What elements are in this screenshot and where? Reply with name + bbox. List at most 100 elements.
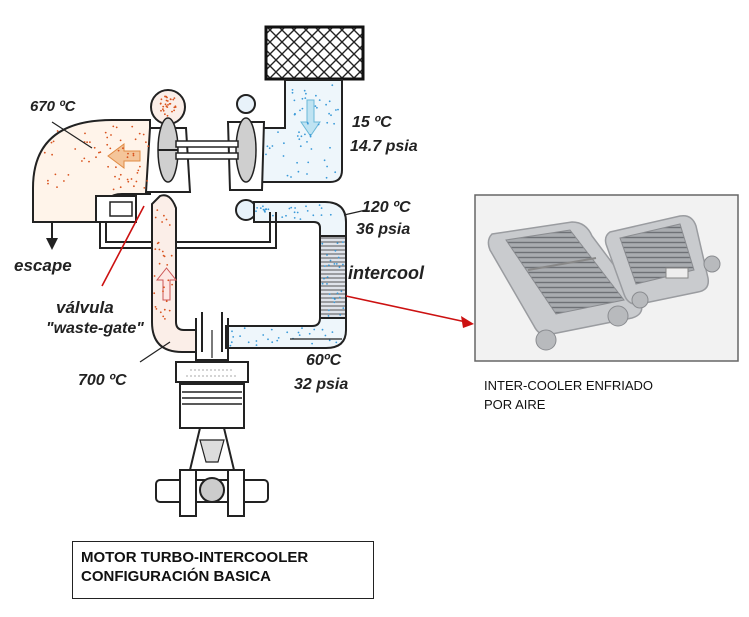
particle-dot: [301, 107, 304, 110]
particle-dot: [298, 334, 301, 336]
particle-dot: [283, 142, 285, 145]
compressor: [226, 94, 266, 221]
particle-dot: [115, 126, 118, 129]
cold-air-particles: [229, 84, 345, 347]
particle-dot: [81, 160, 83, 162]
particle-dot: [262, 334, 265, 336]
particle-dot: [171, 283, 174, 286]
particle-dot: [335, 341, 338, 344]
particle-dot: [268, 147, 271, 150]
particle-dot: [337, 256, 340, 259]
particle-dot: [299, 218, 302, 221]
particle-dot: [297, 331, 300, 334]
particle-dot: [286, 174, 289, 177]
particle-dot: [139, 165, 141, 168]
particle-dot: [326, 254, 328, 256]
air-filter: [264, 25, 365, 81]
particle-dot: [136, 172, 139, 174]
particle-dot: [328, 309, 330, 312]
particle-dot: [95, 156, 97, 159]
particle-dot: [333, 301, 336, 304]
intercooler-pointer-arrow: [345, 295, 474, 328]
particle-dot: [137, 169, 140, 172]
escape-label: escape: [14, 256, 72, 275]
particle-dot: [126, 156, 129, 159]
particle-dot: [337, 108, 339, 111]
particle-dot: [270, 328, 273, 331]
particle-dot: [332, 297, 334, 299]
particle-dot: [88, 160, 90, 163]
particle-dot: [158, 262, 161, 265]
particle-dot: [165, 99, 168, 102]
particle-dot: [294, 207, 296, 209]
particle-dot: [122, 147, 124, 150]
particle-dot: [168, 309, 171, 312]
particle-dot: [301, 327, 303, 329]
particle-dot: [312, 214, 315, 217]
cylinder: [175, 361, 249, 429]
particle-dot: [138, 132, 141, 135]
particle-dot: [256, 207, 258, 209]
particle-dot: [336, 242, 339, 245]
particle-dot: [291, 89, 294, 91]
particle-dot: [106, 143, 109, 146]
photo-caption-line2: POR AIRE: [484, 397, 546, 412]
particle-dot: [305, 92, 307, 95]
wastegate-pointer: [101, 205, 145, 287]
particle-dot: [306, 173, 308, 175]
particle-dot: [174, 105, 177, 108]
particle-dot: [326, 165, 328, 168]
particle-dot: [331, 84, 334, 87]
particle-dot: [131, 125, 134, 128]
particle-dot: [156, 242, 159, 245]
particle-dot: [272, 214, 274, 217]
particle-dot: [309, 135, 312, 138]
particle-dot: [67, 174, 70, 176]
particle-dot: [342, 241, 344, 244]
particle-dot: [321, 282, 324, 285]
particle-dot: [339, 314, 342, 316]
intercooler-label: intercool: [348, 263, 425, 283]
title-line2: CONFIGURACIÓN BASICA: [81, 568, 271, 585]
particle-dot: [296, 211, 299, 214]
particle-dot: [291, 91, 294, 94]
exhaust-elbow: [32, 119, 151, 250]
particle-dot: [300, 135, 303, 138]
particle-dot: [115, 166, 117, 169]
cooled-pipe: [225, 317, 347, 349]
particle-dot: [271, 145, 274, 147]
particle-dot: [313, 328, 316, 331]
particle-dot: [239, 335, 242, 337]
particle-dot: [145, 141, 147, 144]
title-line1: MOTOR TURBO-INTERCOOLER: [81, 549, 309, 566]
particle-dot: [264, 208, 267, 211]
particle-dot: [293, 211, 296, 214]
particle-dot: [132, 152, 135, 155]
particle-dot: [146, 180, 149, 182]
cooled-temperature-label: 60ºC: [306, 352, 342, 369]
particle-dot: [165, 95, 168, 98]
particle-dot: [306, 210, 309, 212]
particle-dot: [47, 182, 49, 185]
particle-dot: [318, 99, 321, 101]
particle-dot: [159, 311, 162, 314]
particle-dot: [328, 100, 331, 103]
charge-pipe: [253, 201, 347, 241]
exhaust-manifold: [151, 194, 197, 353]
particle-dot: [301, 97, 304, 100]
particle-dot: [155, 308, 158, 310]
particle-dot: [118, 178, 121, 180]
compressor-out-pressure-label: 36 psia: [356, 221, 411, 238]
particle-dot: [314, 105, 317, 107]
particle-dot: [255, 344, 258, 346]
particle-dot: [298, 131, 300, 134]
particle-dot: [342, 307, 345, 309]
particle-dot: [133, 185, 135, 188]
particle-dot: [282, 155, 285, 157]
particle-dot: [320, 207, 323, 210]
particle-dot: [158, 248, 161, 251]
particle-dot: [173, 97, 176, 99]
particle-dot: [130, 178, 133, 180]
particle-dot: [320, 214, 323, 217]
